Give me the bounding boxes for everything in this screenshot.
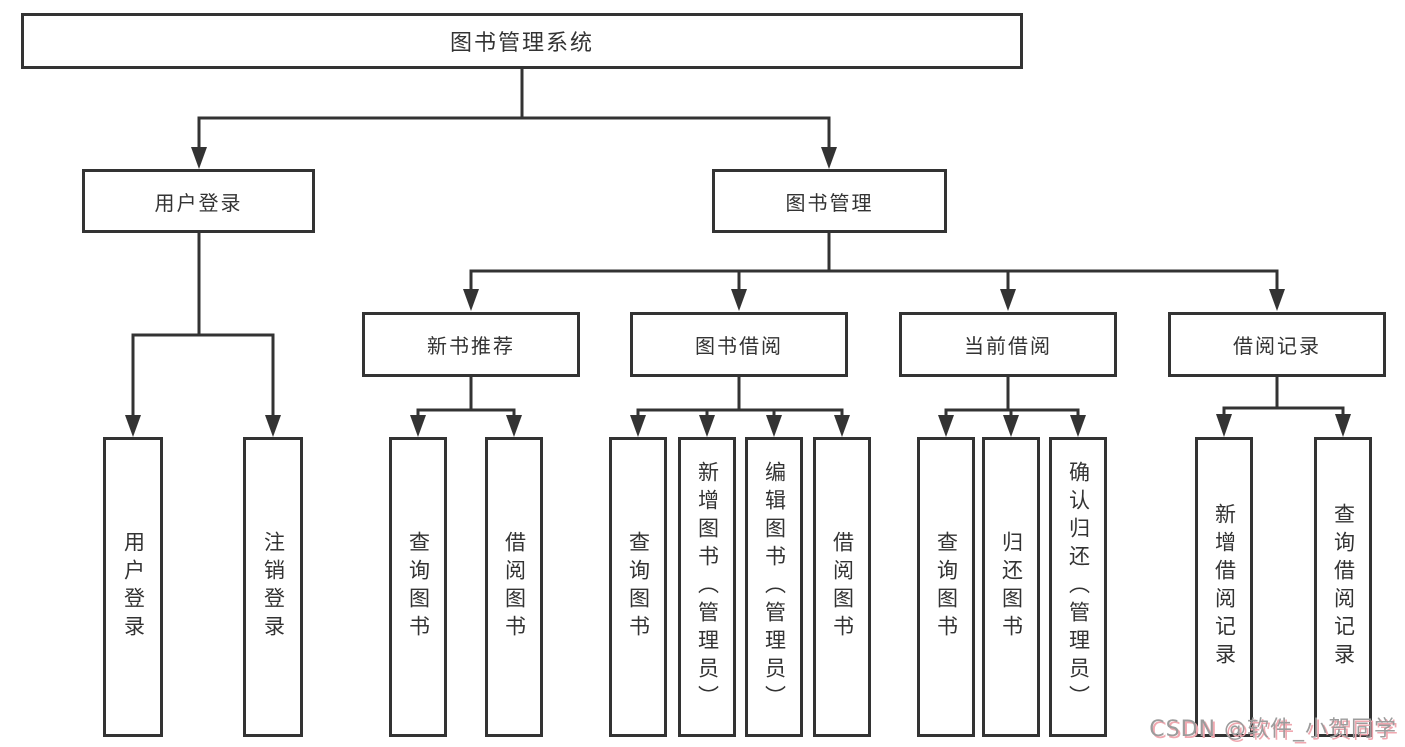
node-current-borrowing: 当前借阅 xyxy=(899,312,1117,377)
leaf-borrow-books-recommend: 借阅图书 xyxy=(485,437,543,737)
node-user-login-branch: 用户登录 xyxy=(82,169,315,233)
leaf-user-login: 用户登录 xyxy=(103,437,163,737)
leaf-query-books-current: 查询图书 xyxy=(917,437,975,737)
csdn-watermark: CSDN @软件_小贺同学 xyxy=(1149,717,1397,742)
node-book-management-branch: 图书管理 xyxy=(712,169,947,233)
node-library-management-system: 图书管理系统 xyxy=(21,13,1023,69)
node-new-book-recommendation: 新书推荐 xyxy=(362,312,580,377)
leaf-confirm-return-admin: 确认归还（管理员） xyxy=(1049,437,1107,737)
arrowheads xyxy=(125,147,1351,437)
leaf-return-books: 归还图书 xyxy=(982,437,1040,737)
leaf-query-borrow-record: 查询借阅记录 xyxy=(1314,437,1372,737)
leaf-logout: 注销登录 xyxy=(243,437,303,737)
leaf-query-books-recommend: 查询图书 xyxy=(389,437,447,737)
node-book-borrowing: 图书借阅 xyxy=(630,312,848,377)
leaf-add-borrow-record: 新增借阅记录 xyxy=(1195,437,1253,737)
leaf-add-books-admin: 新增图书（管理员） xyxy=(678,437,736,737)
leaf-edit-books-admin: 编辑图书（管理员） xyxy=(745,437,803,737)
leaf-borrow-books: 借阅图书 xyxy=(813,437,871,737)
node-borrowing-records: 借阅记录 xyxy=(1168,312,1386,377)
leaf-query-books-borrowing: 查询图书 xyxy=(609,437,667,737)
